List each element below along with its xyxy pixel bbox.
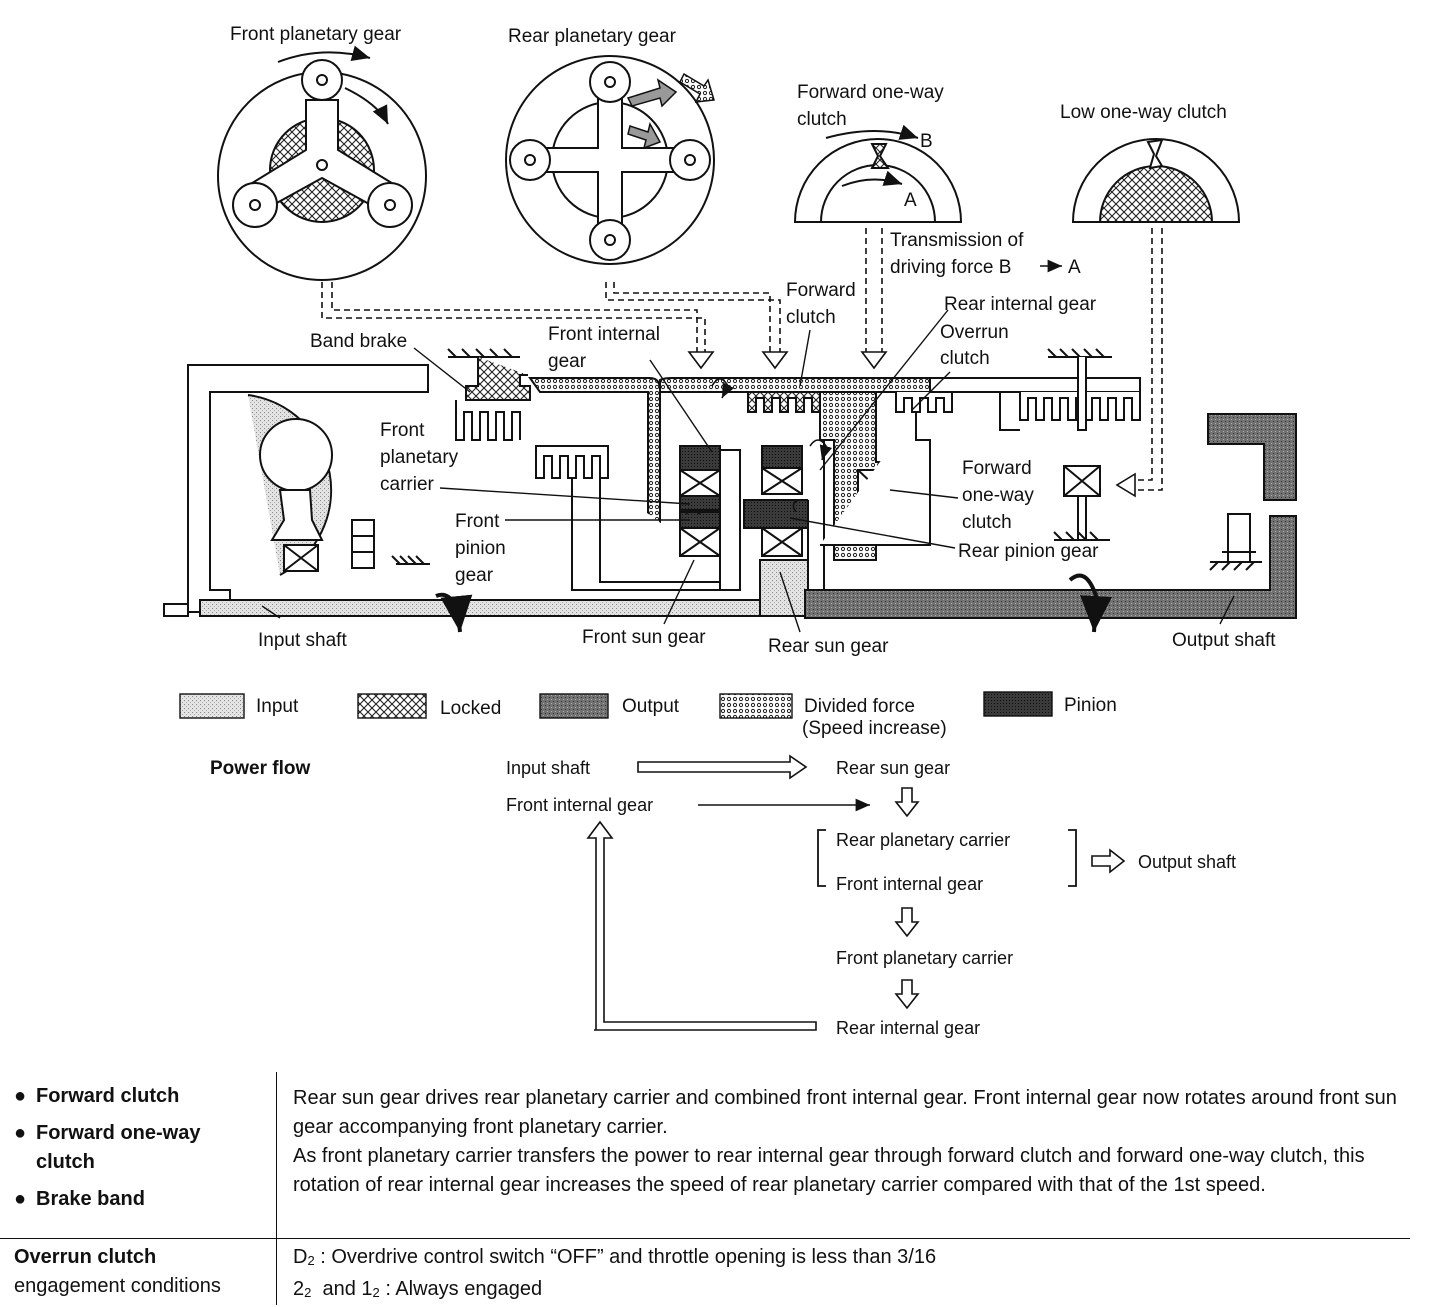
hollow-right-arrow-icon [637,754,808,780]
description-line-2: As front planetary carrier transfers the… [293,1145,1365,1196]
condition-d2: D2 : Overdrive control switch “OFF” and … [293,1246,937,1268]
bullet-forward-one-way-clutch: Forward one-way clutch [36,1122,201,1173]
flow-front-planetary-carrier: Front planetary carrier [836,948,1013,968]
leader-lines [261,309,1235,633]
flow-rear-sun-gear: Rear sun gear [836,758,950,778]
power-flow: Power flow Input shaft Rear sun gear Fro… [210,758,1236,1038]
flow-brackets [817,829,1077,887]
label-forward-one-way-clutch-side-2: one-way [962,485,1034,506]
legend-swatch-pinion [983,691,1053,717]
overrun-title: Overrun clutch [14,1246,157,1268]
flow-rear-internal-gear: Rear internal gear [836,1018,980,1038]
label-forward-one-way-clutch-side-3: clutch [962,512,1012,533]
flow-rear-planetary-carrier: Rear planetary carrier [836,830,1010,850]
hollow-down-arrow-icon [894,979,920,1010]
label-overrun-clutch: Overrun [940,322,1009,343]
label-rear-planetary-gear: Rear planetary gear [508,26,677,47]
label-overrun-clutch-2: clutch [940,348,990,369]
hollow-right-arrow-icon [1091,848,1126,874]
label-rear-internal-gear: Rear internal gear [944,294,1097,315]
info-row-overrun: Overrun clutch engagement conditions D2 … [0,1239,1410,1305]
description: Rear sun gear drives rear planetary carr… [277,1072,1410,1238]
flow-output-shaft: Output shaft [1138,852,1236,872]
diagram-labels: Front planetary gear Rear planetary gear… [230,24,1276,657]
engaged-elements-list: ●Forward clutch ●Forward one-way clutch … [0,1072,277,1238]
label-rear-sun-gear: Rear sun gear [768,636,889,657]
label-front-pinion-gear-2: pinion [455,538,506,559]
legend-label-input: Input [256,696,299,717]
label-front-sun-gear: Front sun gear [582,627,706,648]
bullet-brake-band: Brake band [36,1188,145,1210]
legend-label-output: Output [622,696,680,717]
label-front-planetary-gear: Front planetary gear [230,24,402,45]
transmission-cross-section [163,348,1297,619]
bullet-item: ● Forward clutch [14,1082,276,1111]
label-front-planetary-carrier-2: planetary [380,447,459,468]
overrun-conditions: D2 : Overdrive control switch “OFF” and … [277,1239,1410,1305]
overrun-subtitle: engagement conditions [14,1275,221,1297]
label-transmission: Transmission of [890,230,1024,251]
bullet-forward-clutch: Forward clutch [36,1085,180,1107]
flow-input-shaft: Input shaft [506,758,590,778]
label-marker-a: A [904,190,917,211]
description-line-1: Rear sun gear drives rear planetary carr… [293,1087,1397,1138]
rear-planetary-gear-illustration [505,55,715,265]
info-table: ●Forward clutch ●Forward one-way clutch … [0,1072,1410,1305]
label-forward-clutch-2: clutch [786,307,836,328]
forward-one-way-clutch-illustration [793,124,963,223]
label-input-shaft: Input shaft [258,630,347,651]
info-row-clutches: ●Forward clutch ●Forward one-way clutch … [0,1072,1410,1239]
power-flow-title: Power flow [210,758,311,779]
label-marker-b: B [920,131,933,152]
flow-front-internal-gear-2: Front internal gear [836,874,983,894]
bullet-icon: ● [14,1122,27,1144]
legend [179,691,1053,719]
legend-label-divided: Divided force [804,696,915,717]
overrun-heading: Overrun clutch engagement conditions [0,1239,277,1305]
flow-front-internal-gear: Front internal gear [506,795,653,815]
front-planetary-gear-illustration [217,45,427,281]
bullet-item: ● Brake band [14,1185,276,1214]
label-transmission-3: A [1068,257,1081,278]
legend-label-locked: Locked [440,698,501,719]
legend-swatch-output [539,693,609,719]
legend-swatch-input [179,693,245,719]
label-band-brake: Band brake [310,331,407,352]
legend-swatch-locked [357,693,427,719]
bullet-item: ● Forward one-way clutch [14,1119,276,1177]
label-transmission-2: driving force B [890,257,1011,278]
condition-22-12: 22 and 12 : Always engaged [293,1278,543,1300]
label-forward-clutch: Forward [786,280,856,301]
low-one-way-clutch-illustration [1071,138,1241,223]
legend-swatch-divided [719,693,793,719]
hollow-down-arrow-icon [894,907,920,938]
label-front-internal-gear-2: gear [548,351,587,372]
bullet-icon: ● [14,1188,27,1210]
label-forward-one-way-clutch-top-2: clutch [797,109,847,130]
bullet-icon: ● [14,1085,27,1107]
curved-rotation-arrow-icon [435,573,1112,633]
hollow-down-arrow-icon [894,787,920,818]
label-front-planetary-carrier: Front [380,420,425,441]
dashed-force-paths [321,228,1163,491]
label-low-one-way-clutch: Low one-way clutch [1060,102,1227,123]
label-front-pinion-gear: Front [455,511,500,532]
hollow-down-arrow-icon [687,351,1136,498]
legend-label-divided-2: (Speed increase) [802,718,947,739]
label-front-planetary-carrier-3: carrier [380,474,435,495]
label-forward-one-way-clutch-top: Forward one-way [797,82,944,103]
label-front-pinion-gear-3: gear [455,565,494,586]
transmission-diagram: Front planetary gear Rear planetary gear… [163,24,1297,1038]
label-forward-one-way-clutch-side: Forward [962,458,1032,479]
label-output-shaft: Output shaft [1172,630,1276,651]
legend-label-pinion: Pinion [1064,695,1117,716]
label-front-internal-gear: Front internal [548,324,660,345]
hollow-return-arrow-icon [586,820,817,1031]
label-rear-pinion-gear: Rear pinion gear [958,541,1099,562]
